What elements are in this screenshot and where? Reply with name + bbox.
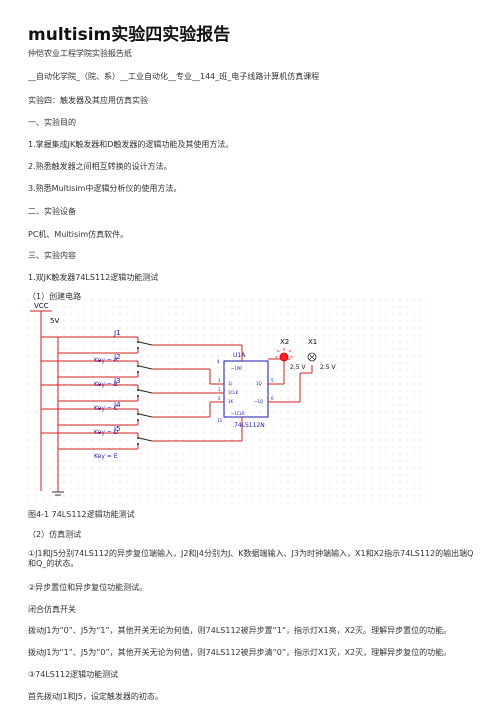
vcc-value: 5V <box>50 317 59 325</box>
paragraph-1: ①J1和J5分别74LS112的异步复位端输入，J2和J4分别为J、K数据端输入… <box>28 549 474 568</box>
section-heading-equipment: 二、实验设备 <box>28 207 76 216</box>
pin-k-label: 1K <box>228 399 234 404</box>
circuit-diagram: VCC 5V J1Key = AJ2Key = BJ3Key = CJ4Key … <box>28 299 428 503</box>
figure-caption: 图4-1 74LS112逻辑功能测试 <box>28 510 135 519</box>
pin-num-q: 5 <box>271 378 274 383</box>
equipment-text: PC机、Multisim仿真软件。 <box>28 230 129 239</box>
course-line: __自动化学院_（院、系）__工业自动化__专业__144_班_电子线路计算机仿… <box>28 72 320 81</box>
switch-name-label: J5 <box>113 425 121 433</box>
item-1-heading: 1.双JK触发器74LS112逻辑功能测试 <box>28 273 159 282</box>
pin-num-clk: 1 <box>218 387 221 392</box>
pin-num-pre: 4 <box>217 359 220 364</box>
lamp-x2-bulb <box>279 352 289 362</box>
pin-num-k: 2 <box>218 396 221 401</box>
chip-name-label: 74LS112N <box>234 422 265 429</box>
section-heading-content: 三、实验内容 <box>28 251 76 260</box>
vcc-source: VCC 5V <box>30 302 59 325</box>
lamp-x1: X1 2.5 V <box>307 338 336 371</box>
pin-pre-label: ~1PR <box>231 366 242 371</box>
paragraph-6: ③74LS112逻辑功能测试 <box>28 670 119 679</box>
goal-3: 3.熟悉Multisim中逻辑分析仪的使用方法。 <box>28 184 182 193</box>
paragraph-2: ②异步置位和异步复位功能测试。 <box>28 583 148 592</box>
pin-num-clr: 15 <box>217 418 223 423</box>
chip-u1a: ~1PR 1J 1CLK 1K ~1CLR 1Q ~1Q 4 3 1 2 15 … <box>217 352 274 429</box>
chip-ref-label: U1A <box>233 352 246 359</box>
ground-symbol <box>52 484 64 496</box>
paragraph-4: 拨动J1为“0”、J5为“1”，其他开关无论为何值，则74LS112被异步置“1… <box>28 626 452 635</box>
pin-clk-label: 1CLK <box>228 390 239 395</box>
switch-name-label: J2 <box>113 353 121 361</box>
lamp-x2-value: 2.5 V <box>290 364 306 371</box>
goal-2: 2.熟悉触发器之间相互转换的设计方法。 <box>28 162 172 171</box>
paragraph-5: 拨动J1为“1”、J5为“0”，其他开关无论为何值，则74LS112被异步清“0… <box>28 648 452 657</box>
pin-q-label: 1Q <box>256 381 262 386</box>
section-heading-goals: 一、实验目的 <box>28 118 76 127</box>
pin-clr-label: ~1CLR <box>231 411 245 416</box>
vcc-label: VCC <box>34 302 49 310</box>
lamp-x1-value: 2.5 V <box>320 364 336 371</box>
switch-name-label: J1 <box>113 329 121 337</box>
lamp-x1-label: X1 <box>308 338 317 346</box>
switch-name-label: J3 <box>113 377 121 385</box>
pin-qn-label: ~1Q <box>254 399 263 404</box>
step-2-heading: （2）仿真测试 <box>28 530 82 539</box>
paragraph-7: 首先拨动J1和J5，设定触发器的初态。 <box>28 692 163 701</box>
lamp-x2: X2 2.5 V <box>268 338 306 371</box>
experiment-title: 实验四：触发器及其应用仿真实验 <box>28 96 148 105</box>
pin-num-j: 3 <box>218 378 221 383</box>
page-title: multisim实验四实验报告 <box>28 25 231 45</box>
pin-j-label: 1J <box>228 381 232 386</box>
step-1-heading: （1）创建电路 <box>28 292 82 301</box>
switch-name-label: J4 <box>113 401 121 409</box>
paragraph-3: 闭合仿真开关 <box>28 605 76 614</box>
school-name: 仲恺农业工程学院实验报告纸 <box>28 49 132 58</box>
goal-1: 1.掌握集成JK触发器和D触发器的逻辑功能及其使用方法。 <box>28 140 234 149</box>
switch-key-label: Key = E <box>94 453 118 460</box>
pin-num-qn: 6 <box>271 396 274 401</box>
lamp-x2-label: X2 <box>280 338 289 346</box>
